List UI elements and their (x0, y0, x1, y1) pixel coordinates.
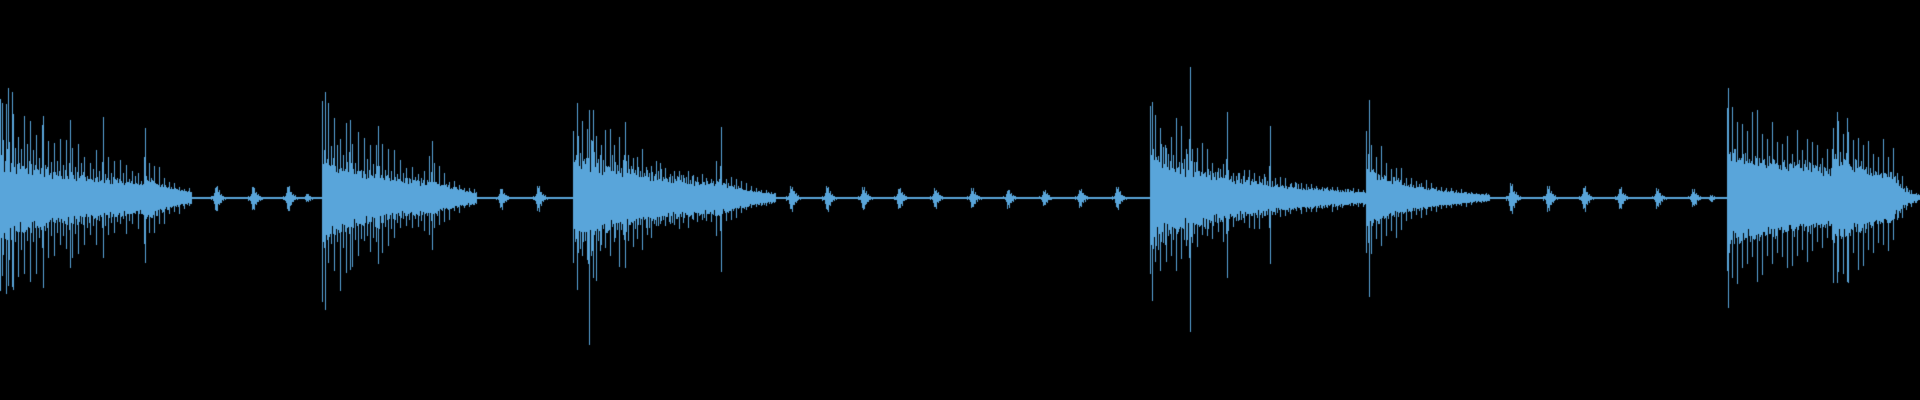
audio-waveform-canvas (0, 0, 1920, 400)
audio-waveform-viewer (0, 0, 1920, 400)
